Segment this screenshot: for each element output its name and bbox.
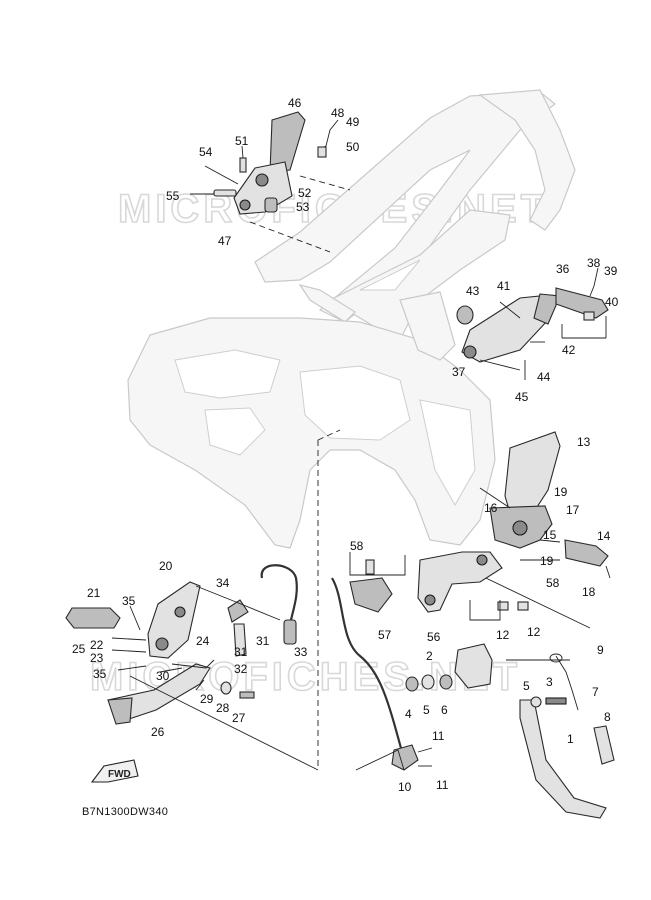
callout-28: 28 — [216, 701, 230, 715]
fwd-arrow-icon — [90, 759, 139, 783]
callout-37: 37 — [452, 365, 466, 379]
callout-34: 34 — [216, 576, 230, 590]
callout-29: 29 — [200, 692, 214, 706]
callout-51: 51 — [235, 134, 249, 148]
callout-39: 39 — [604, 264, 618, 278]
callout-8: 8 — [604, 710, 611, 724]
rubber-sleeve — [593, 725, 615, 765]
sidestand-group — [405, 643, 615, 819]
callout-23: 23 — [90, 651, 104, 665]
callout-labels: 1 2 3 4 5 5 6 7 8 9 10 11 11 12 12 13 14… — [72, 96, 619, 794]
passenger-footrest-right — [555, 287, 609, 319]
callout-32: 32 — [234, 662, 248, 676]
callout-43: 43 — [466, 284, 480, 298]
brake-switch-bracket — [349, 577, 393, 613]
callout-11a: 11 — [432, 729, 445, 743]
callout-4: 4 — [405, 707, 412, 721]
left-rider-footrest-group — [65, 429, 341, 771]
forward-direction-indicator: FWD — [90, 759, 139, 783]
brake-light-switch — [283, 619, 297, 645]
callout-24: 24 — [196, 634, 210, 648]
callout-12b: 12 — [527, 625, 541, 639]
sidestand-bracket — [454, 643, 493, 689]
callout-31b: 31 — [256, 634, 270, 648]
callout-12a: 12 — [496, 628, 510, 642]
passenger-footrest-left — [269, 111, 306, 173]
callout-42: 42 — [562, 343, 576, 357]
callout-7: 7 — [592, 685, 599, 699]
callout-35a: 35 — [122, 594, 136, 608]
callout-1: 1 — [567, 732, 574, 746]
callout-31a: 31 — [234, 645, 248, 659]
rear-subframe — [254, 89, 576, 341]
diagram-code: B7N1300DW340 — [82, 806, 168, 818]
callout-33: 33 — [294, 645, 308, 659]
sidestand-switch — [391, 744, 419, 771]
callout-46: 46 — [288, 96, 302, 110]
callout-19b: 19 — [540, 554, 554, 568]
callout-55: 55 — [166, 189, 180, 203]
callout-26: 26 — [151, 725, 165, 739]
callout-22: 22 — [90, 638, 104, 652]
right-passenger-footrest-group — [456, 267, 609, 380]
callout-6: 6 — [441, 703, 448, 717]
callout-36: 36 — [556, 262, 570, 276]
main-frame — [127, 291, 496, 549]
callout-15: 15 — [543, 528, 557, 542]
callout-27: 27 — [232, 711, 246, 725]
callout-3: 3 — [546, 675, 553, 689]
callout-18: 18 — [582, 585, 596, 599]
callout-14: 14 — [597, 529, 611, 543]
callout-11b: 11 — [436, 778, 449, 792]
callout-38: 38 — [587, 256, 601, 270]
callout-16: 16 — [484, 501, 498, 515]
callout-45: 45 — [515, 390, 529, 404]
callout-49: 49 — [346, 115, 360, 129]
callout-40: 40 — [605, 295, 619, 309]
rider-footrest-bracket-left — [147, 581, 201, 659]
callout-20: 20 — [159, 559, 173, 573]
callout-41: 41 — [497, 279, 511, 293]
callout-5b: 5 — [523, 679, 530, 693]
callout-13: 13 — [577, 435, 591, 449]
right-rider-footrest-group — [439, 431, 611, 629]
fwd-label: FWD — [108, 769, 131, 780]
callout-58a: 58 — [350, 539, 364, 553]
callout-56: 56 — [427, 630, 441, 644]
collar — [456, 305, 474, 325]
callout-25: 25 — [72, 642, 86, 656]
sidestand-spring — [555, 655, 579, 711]
callout-48: 48 — [331, 106, 345, 120]
callout-35b: 35 — [93, 667, 107, 681]
left-passenger-footrest-group — [190, 111, 351, 253]
sidestand-bracket-plate — [417, 551, 503, 613]
callout-53: 53 — [296, 200, 310, 214]
rider-footrest-bracket-right — [504, 431, 561, 521]
callout-5a: 5 — [423, 703, 430, 717]
callout-54: 54 — [199, 145, 213, 159]
callout-2: 2 — [426, 649, 433, 663]
callout-21: 21 — [87, 586, 101, 600]
callout-19a: 19 — [554, 485, 568, 499]
callout-30: 30 — [156, 669, 170, 683]
callout-52: 52 — [298, 186, 312, 200]
callout-44: 44 — [537, 370, 551, 384]
switch-cable-group — [260, 564, 433, 771]
rider-footrest-left — [65, 607, 121, 629]
callout-50: 50 — [346, 140, 360, 154]
callout-57: 57 — [378, 628, 392, 642]
sidestand — [519, 699, 607, 819]
rider-footrest-right — [564, 539, 609, 567]
callout-17: 17 — [566, 503, 580, 517]
callout-47: 47 — [218, 234, 232, 248]
callout-9: 9 — [597, 643, 604, 657]
callout-10: 10 — [398, 780, 412, 794]
center-bracket-group — [349, 551, 529, 621]
callout-58b: 58 — [546, 576, 560, 590]
